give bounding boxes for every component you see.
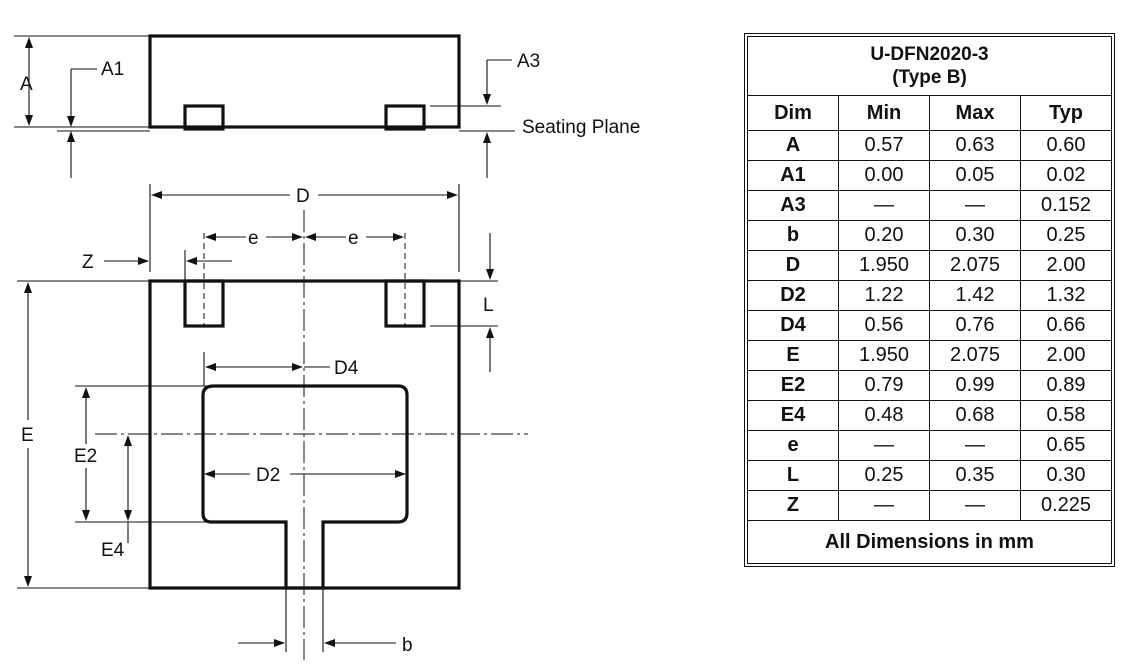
- package-body-side: [148, 34, 461, 129]
- cell-min: —: [838, 490, 930, 521]
- cell-max: —: [929, 430, 1021, 461]
- cell-min: 0.79: [838, 370, 930, 401]
- cell-min: —: [838, 190, 930, 221]
- label-e-left: e: [248, 228, 259, 249]
- cell-typ: 0.225: [1020, 490, 1112, 521]
- cell-min: 1.22: [838, 280, 930, 311]
- cell-max: —: [929, 490, 1021, 521]
- header-max: Max: [929, 95, 1021, 131]
- cell-max: 0.63: [929, 130, 1021, 161]
- cell-min: 0.00: [838, 160, 930, 191]
- header-dim: Dim: [747, 95, 839, 131]
- label-E2: E2: [74, 446, 97, 467]
- cell-min: 1.950: [838, 340, 930, 371]
- cell-typ: 0.25: [1020, 220, 1112, 251]
- cell-dim: A1: [747, 160, 839, 191]
- cell-typ: 2.00: [1020, 340, 1112, 371]
- cell-max: 1.42: [929, 280, 1021, 311]
- cell-min: 0.56: [838, 310, 930, 341]
- cell-typ: 0.65: [1020, 430, 1112, 461]
- label-e-right: e: [348, 228, 359, 249]
- label-A1: A1: [101, 59, 124, 80]
- terminal-left-side: [183, 104, 225, 131]
- label-E4: E4: [101, 540, 125, 561]
- cell-max: 2.075: [929, 250, 1021, 281]
- label-D2: D2: [256, 465, 280, 486]
- table-footer: All Dimensions in mm: [747, 520, 1112, 564]
- cell-min: —: [838, 430, 930, 461]
- cell-typ: 0.152: [1020, 190, 1112, 221]
- table-header-row: Dim Min Max Typ: [747, 95, 1112, 131]
- cell-typ: 0.66: [1020, 310, 1112, 341]
- table-title: U-DFN2020-3 (Type B): [747, 36, 1112, 96]
- cell-dim: e: [747, 430, 839, 461]
- cell-min: 0.57: [838, 130, 930, 161]
- cell-min: 0.25: [838, 460, 930, 491]
- cell-max: 0.99: [929, 370, 1021, 401]
- cell-typ: 0.30: [1020, 460, 1112, 491]
- label-D: D: [296, 186, 310, 207]
- table-row: e——0.65: [747, 430, 1112, 461]
- package-outline-drawing: A A1 A3 Seating Plane: [14, 34, 640, 660]
- cell-max: 0.76: [929, 310, 1021, 341]
- label-D4: D4: [334, 358, 359, 379]
- cell-max: 0.35: [929, 460, 1021, 491]
- cell-typ: 0.89: [1020, 370, 1112, 401]
- cell-dim: A3: [747, 190, 839, 221]
- header-min: Min: [838, 95, 930, 131]
- label-b: b: [402, 635, 413, 656]
- cell-dim: E: [747, 340, 839, 371]
- cell-dim: Z: [747, 490, 839, 521]
- cell-typ: 0.58: [1020, 400, 1112, 431]
- cell-dim: A: [747, 130, 839, 161]
- cell-max: —: [929, 190, 1021, 221]
- cell-max: 0.68: [929, 400, 1021, 431]
- header-typ: Typ: [1020, 95, 1112, 131]
- cell-typ: 0.60: [1020, 130, 1112, 161]
- table-title-package: U-DFN2020-3: [870, 44, 989, 65]
- cell-max: 2.075: [929, 340, 1021, 371]
- label-seating-plane: Seating Plane: [522, 117, 640, 138]
- cell-typ: 1.32: [1020, 280, 1112, 311]
- cell-min: 0.20: [838, 220, 930, 251]
- side-view: A A1 A3 Seating Plane: [14, 34, 640, 178]
- cell-dim: D4: [747, 310, 839, 341]
- label-Z: Z: [82, 252, 94, 273]
- cell-min: 1.950: [838, 250, 930, 281]
- cell-dim: b: [747, 220, 839, 251]
- label-L: L: [483, 295, 494, 316]
- cell-max: 0.30: [929, 220, 1021, 251]
- cell-typ: 0.02: [1020, 160, 1112, 191]
- cell-dim: D2: [747, 280, 839, 311]
- cell-max: 0.05: [929, 160, 1021, 191]
- cell-dim: E4: [747, 400, 839, 431]
- terminal-right-side: [384, 104, 426, 131]
- label-E: E: [21, 425, 34, 446]
- label-A3: A3: [517, 51, 540, 72]
- cell-min: 0.48: [838, 400, 930, 431]
- exposed-thermal-pad: [201, 384, 409, 590]
- cell-dim: D: [747, 250, 839, 281]
- table-title-type: (Type B): [892, 67, 967, 88]
- cell-dim: L: [747, 460, 839, 491]
- label-A: A: [20, 74, 33, 95]
- table-row: A3——0.152: [747, 190, 1112, 221]
- bottom-view: D e e Z L E: [17, 184, 528, 660]
- cell-typ: 2.00: [1020, 250, 1112, 281]
- cell-dim: E2: [747, 370, 839, 401]
- table-row: Z——0.225: [747, 490, 1112, 521]
